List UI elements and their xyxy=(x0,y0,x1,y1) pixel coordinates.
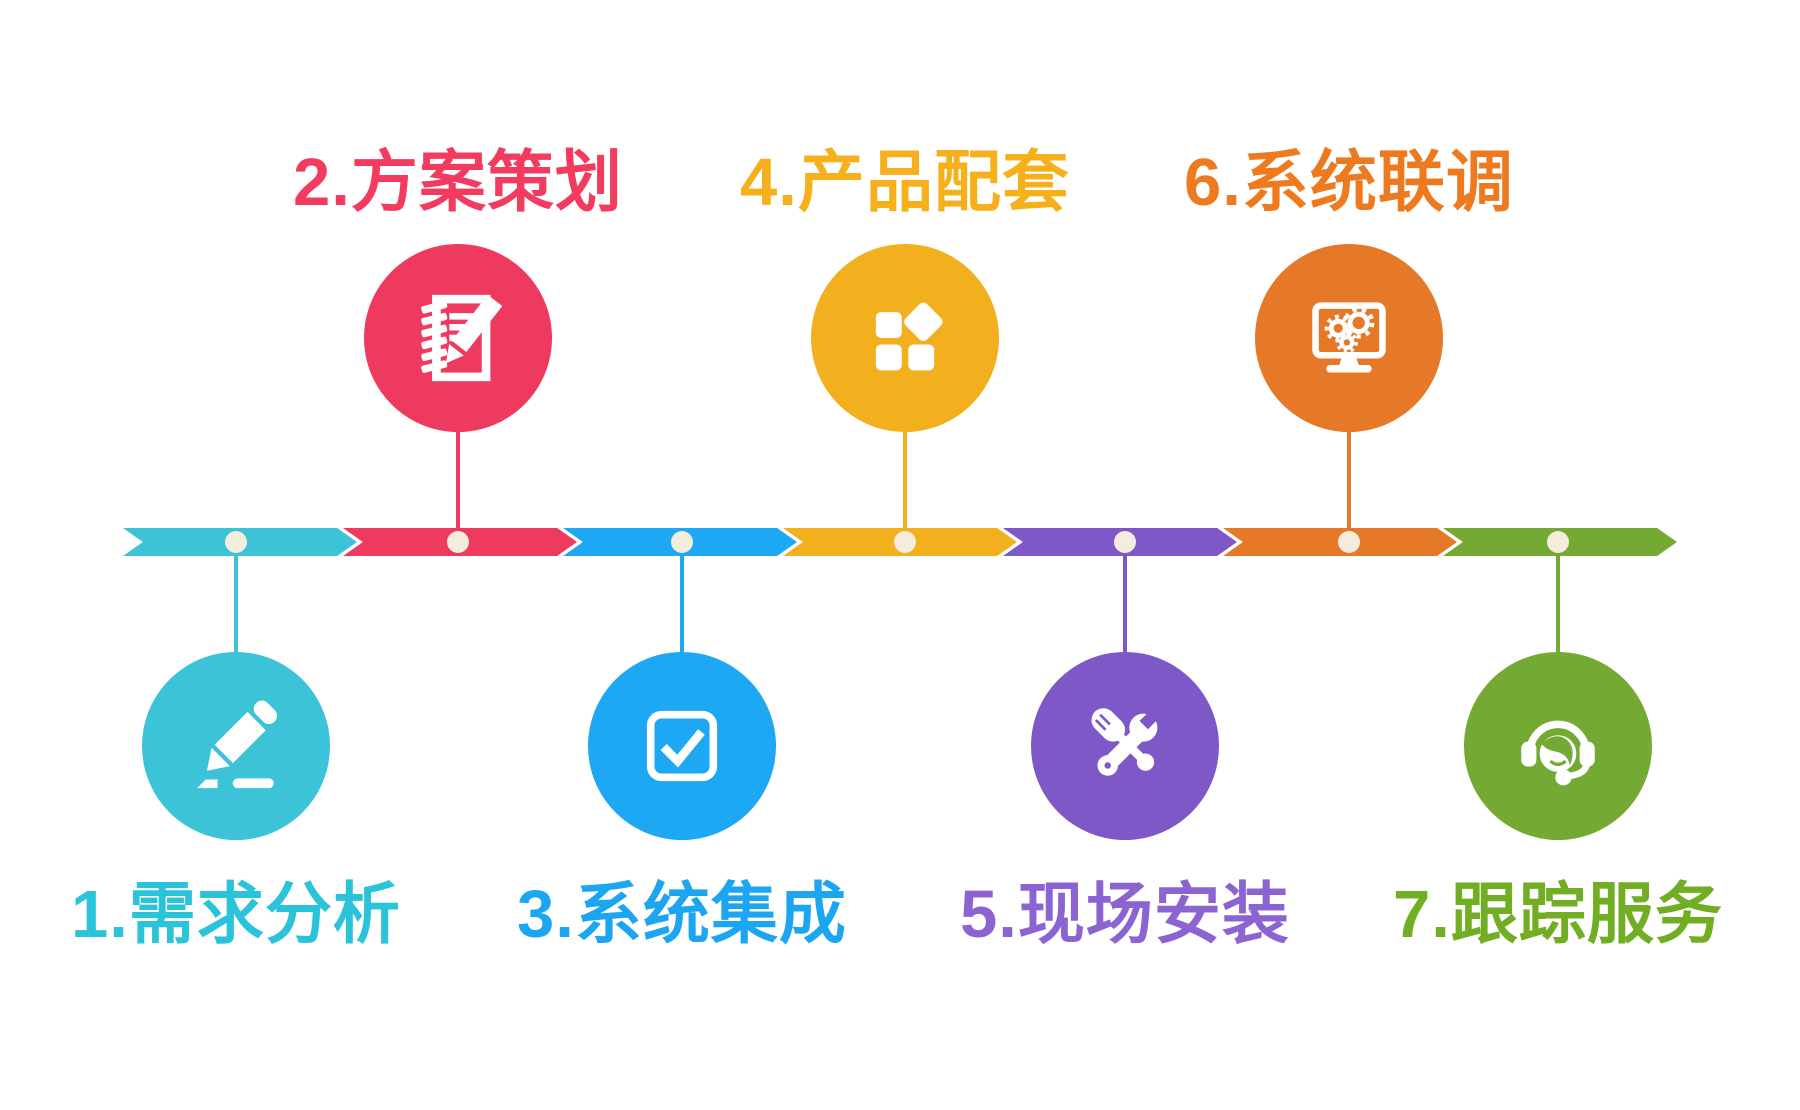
step-3-circle xyxy=(588,652,776,840)
connector-line-3 xyxy=(680,542,684,655)
connector-line-4 xyxy=(903,426,907,542)
monitor-gears-icon xyxy=(1312,302,1386,373)
timeline-dot-5 xyxy=(1114,531,1136,553)
pencil-icon xyxy=(197,700,278,789)
step-3-label: 3.系统集成 xyxy=(517,877,847,952)
headset-icon xyxy=(1521,720,1595,786)
timeline-dot-1 xyxy=(225,531,247,553)
notebook-pencil-icon xyxy=(421,294,503,382)
timeline-dot-7 xyxy=(1547,531,1569,553)
step-1-circle xyxy=(142,652,330,840)
step-2-label: 2.方案策划 xyxy=(293,145,623,220)
connector-line-5 xyxy=(1123,542,1127,655)
step-6-label: 6.系统联调 xyxy=(1184,145,1514,220)
squares-icon xyxy=(875,302,943,371)
connector-line-2 xyxy=(456,426,460,542)
step-4-circle xyxy=(811,244,999,432)
step-4-label: 4.产品配套 xyxy=(740,145,1070,220)
timeline-dot-3 xyxy=(671,531,693,553)
step-7-label: 7.跟踪服务 xyxy=(1393,877,1723,952)
step-2-circle xyxy=(364,244,552,432)
step-5-label: 5.现场安装 xyxy=(960,877,1290,952)
step-7-circle xyxy=(1464,652,1652,840)
connector-line-1 xyxy=(234,542,238,655)
connector-line-7 xyxy=(1556,542,1560,655)
step-5-circle xyxy=(1031,652,1219,840)
checkbox-icon xyxy=(646,710,718,782)
step-6-circle xyxy=(1255,244,1443,432)
connector-line-6 xyxy=(1347,426,1351,542)
tools-icon xyxy=(1091,704,1165,776)
timeline-dot-2 xyxy=(447,531,469,553)
timeline-dot-4 xyxy=(894,531,916,553)
timeline-dot-6 xyxy=(1338,531,1360,553)
step-1-label: 1.需求分析 xyxy=(71,877,401,952)
